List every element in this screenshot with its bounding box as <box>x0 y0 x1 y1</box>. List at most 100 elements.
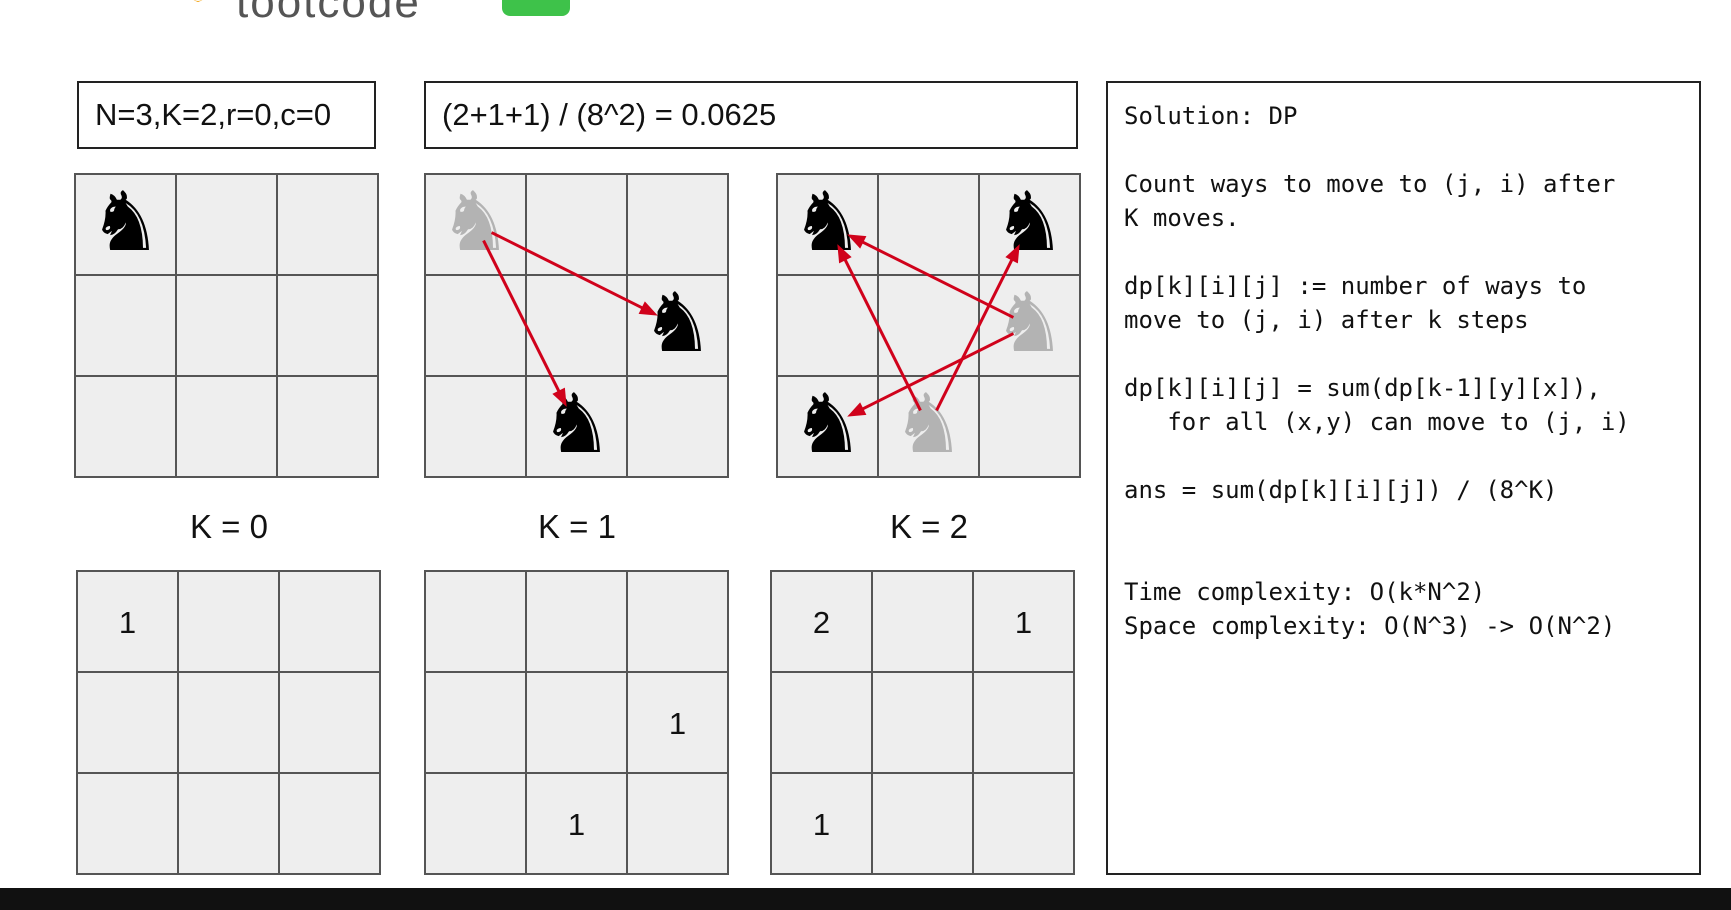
flame-logo-icon <box>193 0 203 2</box>
knight-board-k1: ♞♞♞ <box>424 173 729 478</box>
solution-line: move to (j, i) after k steps <box>1124 306 1529 334</box>
count-value: 1 <box>119 605 136 640</box>
board-cell <box>871 671 974 774</box>
board-cell <box>424 772 527 875</box>
solution-line: ans = sum(dp[k][i][j]) / (8^K) <box>1124 476 1558 504</box>
board-cell <box>626 375 729 478</box>
solution-line: Count ways to move to (j, i) after <box>1124 170 1616 198</box>
formula-label: (2+1+1) / (8^2) = 0.0625 <box>442 97 777 132</box>
board-cell <box>626 772 729 875</box>
board-cell <box>626 274 729 377</box>
board-cell <box>776 274 879 377</box>
board-cell <box>525 772 628 875</box>
knight-icon: ♞ <box>641 276 715 371</box>
knight-ghost-icon: ♞ <box>892 377 966 472</box>
brand-text-cut: tootcode <box>236 0 421 20</box>
board-cell <box>770 772 873 875</box>
board-cell <box>972 772 1075 875</box>
board-cell <box>525 173 628 276</box>
board-cell <box>175 375 278 478</box>
arrow-head <box>552 387 567 407</box>
board-cell <box>770 671 873 774</box>
count-value: 1 <box>813 807 830 842</box>
board-cell <box>74 274 177 377</box>
board-cell <box>776 375 879 478</box>
move-arrow <box>857 332 1015 413</box>
params-label: N=3,K=2,r=0,c=0 <box>95 97 332 132</box>
solution-line <box>1124 507 1683 541</box>
board-cell <box>76 570 179 673</box>
move-arrow <box>490 231 648 312</box>
solution-line: Space complexity: O(N^3) -> O(N^2) <box>1124 612 1616 640</box>
board-cell <box>74 375 177 478</box>
knight-ghost-icon: ♞ <box>993 276 1067 371</box>
count-board-k2: 2 1 1 <box>770 570 1075 875</box>
count-value: 2 <box>813 605 830 640</box>
top-header-strip: tootcode <box>0 0 1731 20</box>
board-cell <box>525 671 628 774</box>
solution-line: Time complexity: O(k*N^2) <box>1124 578 1486 606</box>
board-cell <box>177 671 280 774</box>
solution-line <box>1124 439 1683 473</box>
board-cell <box>278 671 381 774</box>
board-cell <box>424 173 527 276</box>
arrow-head <box>847 402 867 417</box>
move-arrow <box>935 254 1016 412</box>
count-value: 1 <box>669 706 686 741</box>
board-cell <box>424 671 527 774</box>
knight-icon: ♞ <box>791 377 865 472</box>
board-cell <box>978 375 1081 478</box>
board-cell <box>74 173 177 276</box>
knight-board-k2: ♞♞♞♞♞ <box>776 173 1081 478</box>
knight-icon: ♞ <box>791 175 865 270</box>
board-cell <box>424 274 527 377</box>
board-cell <box>871 570 974 673</box>
formula-box: (2+1+1) / (8^2) = 0.0625 <box>424 81 1078 149</box>
board-cell <box>276 375 379 478</box>
knight-board-k0: ♞ <box>74 173 379 478</box>
board-cell <box>175 173 278 276</box>
solution-line <box>1124 133 1683 167</box>
knight-icon: ♞ <box>540 377 614 472</box>
solution-panel: Solution: DP Count ways to move to (j, i… <box>1106 81 1701 875</box>
board-cell <box>877 274 980 377</box>
move-arrow <box>841 254 922 412</box>
board-cell <box>177 772 280 875</box>
bottom-bar <box>0 888 1731 910</box>
k-label-1: K = 1 <box>538 508 616 545</box>
count-value: 1 <box>568 807 585 842</box>
k-label-2: K = 2 <box>890 508 968 545</box>
board-cell <box>76 772 179 875</box>
arrow-head <box>638 301 658 316</box>
board-cell <box>177 570 280 673</box>
board-cell <box>276 274 379 377</box>
solution-line: dp[k][i][j] = sum(dp[k-1][y][x]), <box>1124 374 1601 402</box>
board-cell <box>278 570 381 673</box>
board-cell <box>871 772 974 875</box>
board-cell <box>877 173 980 276</box>
knight-icon: ♞ <box>89 175 163 270</box>
chat-logo-icon <box>502 0 570 16</box>
board-cell <box>276 173 379 276</box>
arrow-head <box>847 234 867 249</box>
board-cell <box>972 671 1075 774</box>
count-board-k1: 11 <box>424 570 729 875</box>
count-value: 1 <box>1015 605 1032 640</box>
k-label-0: K = 0 <box>190 508 268 545</box>
solution-line: Solution: DP <box>1124 102 1298 130</box>
solution-line <box>1124 235 1683 269</box>
board-cell <box>626 570 729 673</box>
solution-line <box>1124 337 1683 371</box>
solution-line: dp[k][i][j] := number of ways to <box>1124 272 1587 300</box>
board-cell <box>626 173 729 276</box>
board-cell <box>525 274 628 377</box>
board-cell <box>175 274 278 377</box>
board-cell <box>626 671 729 774</box>
board-cell <box>278 772 381 875</box>
move-arrow <box>482 239 563 397</box>
board-cell <box>76 671 179 774</box>
solution-line <box>1124 541 1683 575</box>
move-arrow <box>857 238 1015 319</box>
board-cell <box>424 570 527 673</box>
params-box: N=3,K=2,r=0,c=0 <box>77 81 376 149</box>
